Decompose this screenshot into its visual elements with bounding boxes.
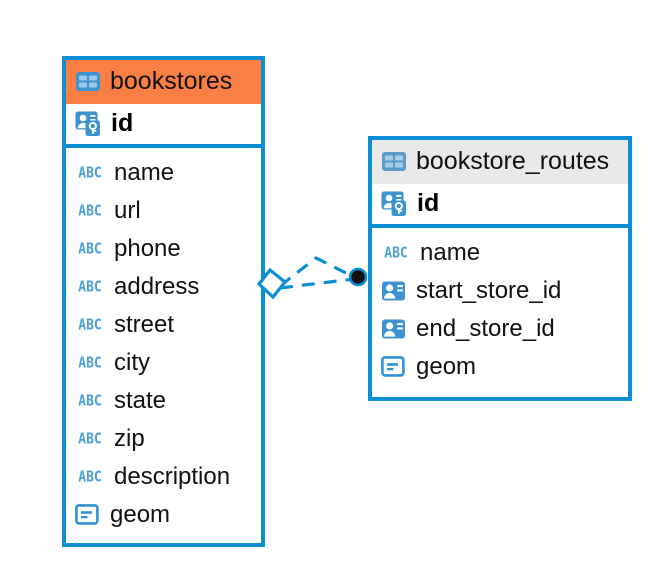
field-row[interactable]: ABC zip bbox=[66, 420, 261, 458]
field-label: phone bbox=[114, 235, 181, 262]
field-row[interactable]: ABC address bbox=[66, 268, 261, 306]
field-row[interactable]: ABC state bbox=[66, 382, 261, 420]
field-row[interactable]: ABC city bbox=[66, 344, 261, 382]
table-grid-icon bbox=[75, 71, 101, 92]
abc-text-icon: ABC bbox=[78, 240, 102, 258]
field-list-bookstore-routes: ABC name start_store_id bbox=[372, 228, 628, 393]
filled-circle-marker bbox=[348, 267, 368, 287]
field-list-bookstores: ABC name ABC url ABC phone ABC address A… bbox=[66, 148, 261, 541]
field-label: city bbox=[114, 349, 150, 376]
entity-title-bookstore-routes: bookstore_routes bbox=[416, 147, 610, 175]
entity-table-bookstore-routes[interactable]: bookstore_routes id bbox=[368, 136, 632, 401]
abc-text-icon: ABC bbox=[78, 202, 102, 220]
field-row[interactable]: start_store_id bbox=[372, 272, 628, 310]
primary-key-icon bbox=[381, 191, 409, 217]
field-label: description bbox=[114, 463, 231, 490]
abc-text-icon: ABC bbox=[78, 430, 102, 448]
foreign-key-icon bbox=[381, 280, 407, 302]
field-label: name bbox=[114, 159, 175, 186]
relationship-line-upper bbox=[279, 256, 355, 288]
primary-key-label-bookstores: id bbox=[111, 109, 134, 137]
field-row[interactable]: ABC street bbox=[66, 306, 261, 344]
geometry-icon bbox=[381, 356, 407, 378]
table-grid-icon bbox=[381, 151, 407, 172]
field-label: start_store_id bbox=[416, 277, 562, 304]
abc-text-icon: ABC bbox=[78, 278, 102, 296]
field-label: end_store_id bbox=[416, 315, 555, 342]
entity-title-bookstores: bookstores bbox=[110, 67, 233, 95]
field-row[interactable]: geom bbox=[66, 496, 261, 534]
primary-key-label-bookstore-routes: id bbox=[417, 189, 440, 217]
field-label: url bbox=[114, 197, 141, 224]
abc-text-icon: ABC bbox=[78, 164, 102, 182]
relationship-line-lower bbox=[279, 277, 355, 290]
field-row[interactable]: ABC phone bbox=[66, 230, 261, 268]
geometry-icon bbox=[75, 504, 101, 526]
field-row[interactable]: end_store_id bbox=[372, 310, 628, 348]
field-label: address bbox=[114, 273, 200, 300]
primary-key-icon bbox=[75, 111, 103, 137]
abc-text-icon: ABC bbox=[384, 244, 408, 262]
field-label: street bbox=[114, 311, 175, 338]
abc-text-icon: ABC bbox=[78, 354, 102, 372]
entity-header-bookstore-routes[interactable]: bookstore_routes bbox=[372, 140, 628, 184]
field-row[interactable]: ABC url bbox=[66, 192, 261, 230]
field-row[interactable]: ABC description bbox=[66, 458, 261, 496]
field-row[interactable]: ABC name bbox=[372, 234, 628, 272]
field-label: zip bbox=[114, 425, 145, 452]
primary-key-row-bookstore-routes[interactable]: id bbox=[372, 184, 628, 228]
field-label: geom bbox=[416, 353, 477, 380]
abc-text-icon: ABC bbox=[78, 468, 102, 486]
foreign-key-icon bbox=[381, 318, 407, 340]
field-label: state bbox=[114, 387, 167, 414]
field-row[interactable]: ABC name bbox=[66, 154, 261, 192]
entity-header-bookstores[interactable]: bookstores bbox=[66, 60, 261, 104]
primary-key-row-bookstores[interactable]: id bbox=[66, 104, 261, 148]
abc-text-icon: ABC bbox=[78, 392, 102, 410]
field-label: name bbox=[420, 239, 481, 266]
entity-table-bookstores[interactable]: bookstores id bbox=[62, 56, 265, 547]
field-label: geom bbox=[110, 501, 171, 528]
field-row[interactable]: geom bbox=[372, 348, 628, 386]
abc-text-icon: ABC bbox=[78, 316, 102, 334]
